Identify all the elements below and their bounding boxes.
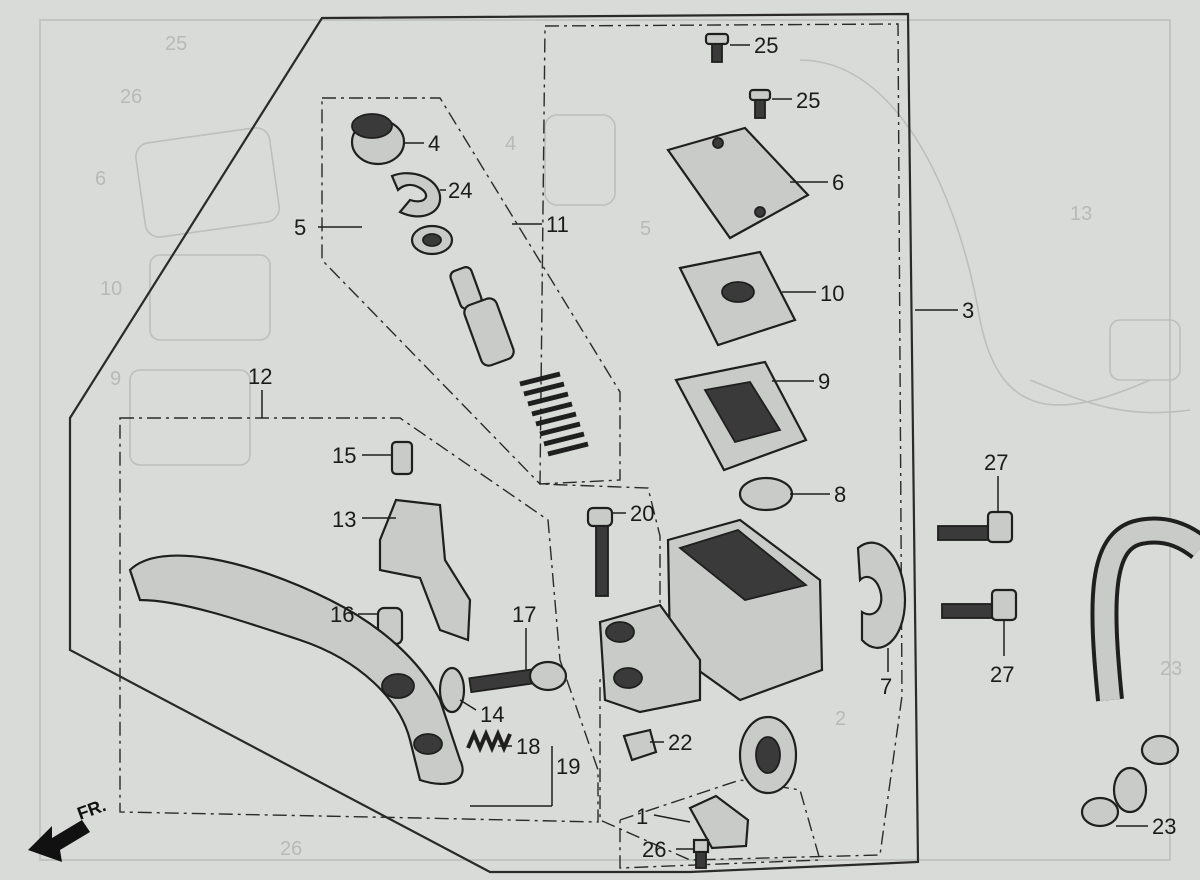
- callout-7: 7: [880, 674, 892, 699]
- callout-26: 26: [642, 837, 666, 862]
- callout-9: 9: [818, 369, 830, 394]
- callout-27-lower: 27: [990, 662, 1014, 687]
- callout-12: 12: [248, 364, 272, 389]
- callout-24: 24: [448, 178, 472, 203]
- callout-1: 1: [636, 804, 648, 829]
- lever-group-outline: [119, 417, 599, 823]
- svg-text:23: 23: [1160, 658, 1182, 680]
- callout-6: 6: [832, 170, 844, 195]
- switch-group-outline: [619, 779, 821, 869]
- nut-22: [622, 728, 658, 762]
- callout-17: 17: [512, 602, 536, 627]
- screw-25-second: [748, 88, 772, 119]
- callout-27-upper: 27: [984, 450, 1008, 475]
- callout-25-second: 25: [796, 88, 820, 113]
- screw-25-top: [704, 32, 730, 63]
- callout-11: 11: [546, 212, 569, 237]
- front-direction-arrow: FR.: [28, 795, 109, 862]
- callout-labels: 25 25 4 24 5 11 6 10 3 9 8 7 12 15 13 16…: [248, 33, 1176, 862]
- adjuster-13: [378, 498, 472, 642]
- brake-hose: [1080, 516, 1200, 828]
- bolt-27-lower: [941, 588, 1018, 622]
- callout-8: 8: [834, 482, 846, 507]
- leader-lines: [261, 44, 1148, 850]
- callout-19: 19: [556, 754, 580, 779]
- reservoir-cap-6: [666, 126, 810, 240]
- svg-text:13: 13: [1070, 203, 1092, 225]
- svg-text:5: 5: [640, 218, 651, 240]
- svg-text:26: 26: [120, 86, 142, 108]
- bolt-27-upper: [937, 510, 1014, 544]
- callout-13: 13: [332, 507, 356, 532]
- float-8: [738, 476, 794, 512]
- callout-3: 3: [962, 298, 974, 323]
- circlip-24: [390, 172, 442, 218]
- svg-text:10: 10: [100, 278, 122, 300]
- push-rod-17: [468, 660, 568, 694]
- svg-text:6: 6: [95, 168, 106, 190]
- piston: [449, 266, 515, 367]
- svg-text:25: 25: [165, 33, 187, 55]
- svg-text:9: 9: [110, 368, 121, 390]
- screw-26: [692, 838, 710, 869]
- pivot-collar-15: [390, 440, 414, 476]
- callout-22: 22: [668, 730, 692, 755]
- callout-20: 20: [630, 501, 654, 526]
- background-ghost-drawing: 25 26 6 10 9 4 5 13 23 26 2: [39, 19, 1191, 861]
- callout-25-top: 25: [754, 33, 778, 58]
- svg-text:4: 4: [505, 133, 516, 155]
- adjuster-knob-14: [438, 666, 466, 714]
- brake-lever: [128, 554, 464, 785]
- pivot-bolt-20: [586, 506, 614, 597]
- direction-label: FR.: [75, 795, 109, 824]
- callout-18: 18: [516, 734, 540, 759]
- callout-4: 4: [428, 131, 440, 156]
- holder-clamp-7: [856, 541, 907, 649]
- callout-10: 10: [820, 281, 844, 306]
- boot-4: [350, 113, 406, 166]
- master-cylinder-body-3: [598, 518, 824, 795]
- cylinder-group-outline: [321, 97, 621, 485]
- callout-14: 14: [480, 702, 504, 727]
- callout-5: 5: [294, 215, 306, 240]
- svg-text:26: 26: [280, 838, 302, 860]
- spring: [519, 371, 589, 457]
- callout-15: 15: [332, 443, 356, 468]
- reservoir-group-outline: [539, 23, 903, 861]
- callout-16: 16: [330, 602, 354, 627]
- callout-23: 23: [1152, 814, 1176, 839]
- assembly-border: [68, 12, 920, 874]
- svg-text:2: 2: [835, 708, 846, 730]
